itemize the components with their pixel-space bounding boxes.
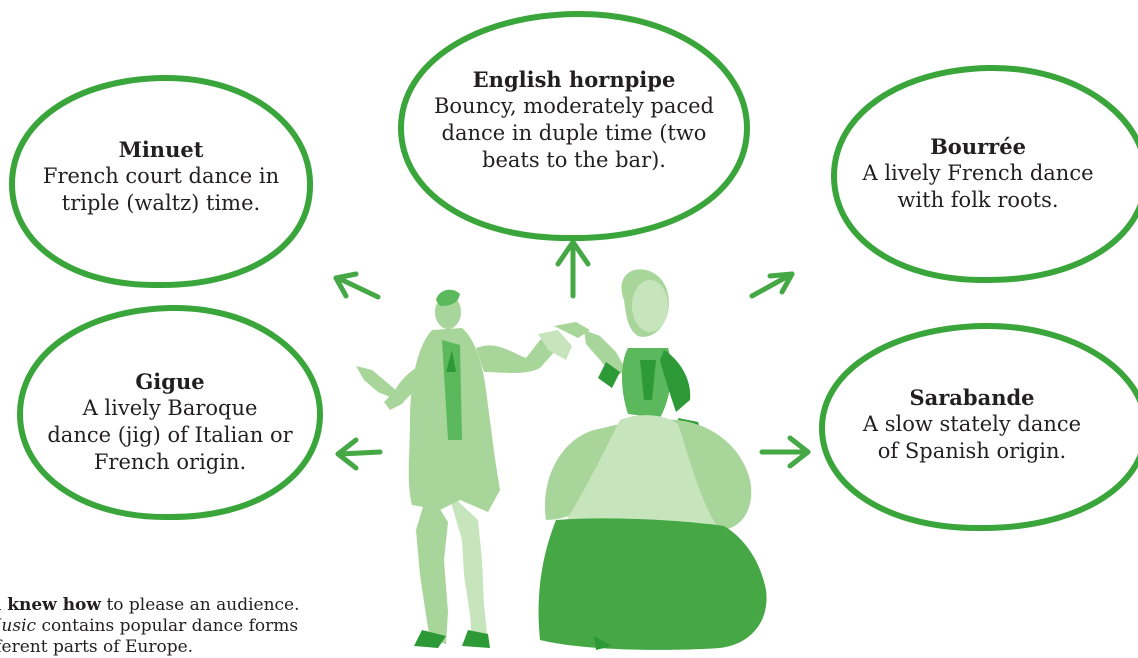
arrow-to-hornpipe: [555, 239, 591, 299]
ellipse-outline: [8, 74, 314, 289]
dance-desc-line: dance in duple time (two: [441, 121, 707, 145]
dance-title: English hornpipe: [472, 67, 676, 92]
ellipse-outline: [818, 322, 1138, 532]
dance-desc-line: French origin.: [93, 450, 247, 474]
dance-desc-line: A lively French dance: [862, 161, 1094, 185]
caption-bold: el knew how: [0, 595, 102, 615]
bubble-english-hornpipe: English hornpipe Bouncy, moderately pace…: [395, 8, 753, 244]
dance-desc-line: French court dance in: [42, 164, 280, 188]
ellipse-outline: [16, 304, 324, 521]
dance-desc-line: with folk roots.: [897, 188, 1059, 212]
dance-desc-line: Bouncy, moderately paced: [433, 94, 714, 118]
dance-desc-line: triple (waltz) time.: [61, 191, 261, 215]
dance-desc-line: beats to the bar).: [482, 148, 666, 172]
caption-text: to please an audience.: [101, 595, 300, 615]
bubble-gigue: Gigue A lively Baroque dance (jig) of It…: [14, 302, 326, 524]
lady-dancer: [538, 269, 767, 650]
caption-line-3: ifferent parts of Europe.: [0, 637, 194, 657]
caption-text: contains popular dance forms: [36, 616, 299, 636]
dance-desc-line: A lively Baroque: [82, 396, 258, 420]
dance-desc-line: of Spanish origin.: [877, 439, 1067, 463]
dance-title: Minuet: [118, 137, 204, 162]
dance-title: Gigue: [135, 369, 205, 394]
ellipse-outline: [830, 64, 1138, 284]
caption: el knew how to please an audience. Music…: [0, 595, 444, 658]
caption-italic: Music: [0, 616, 37, 636]
dance-desc-line: dance (jig) of Italian or: [47, 423, 293, 447]
ellipse-outline: [397, 10, 751, 242]
caption-line-2: Music contains popular dance forms: [0, 616, 444, 637]
arrow-to-bourree: [749, 271, 795, 299]
bubble-sarabande: Sarabande A slow stately dance of Spanis…: [816, 320, 1138, 534]
gentleman-dancer: [356, 289, 590, 648]
dance-title: Sarabande: [909, 385, 1035, 410]
arrow-to-gigue: [335, 437, 383, 471]
arrow-to-sarabande: [759, 435, 811, 469]
bubble-bourree: Bourrée A lively French dance with folk …: [828, 62, 1138, 287]
caption-line-1: el knew how to please an audience.: [0, 595, 444, 616]
arrow-to-minuet: [333, 271, 381, 300]
dance-title: Bourrée: [930, 134, 1026, 159]
dance-desc-line: A slow stately dance: [862, 412, 1082, 436]
bubble-minuet: Minuet French court dance in triple (wal…: [6, 72, 316, 292]
